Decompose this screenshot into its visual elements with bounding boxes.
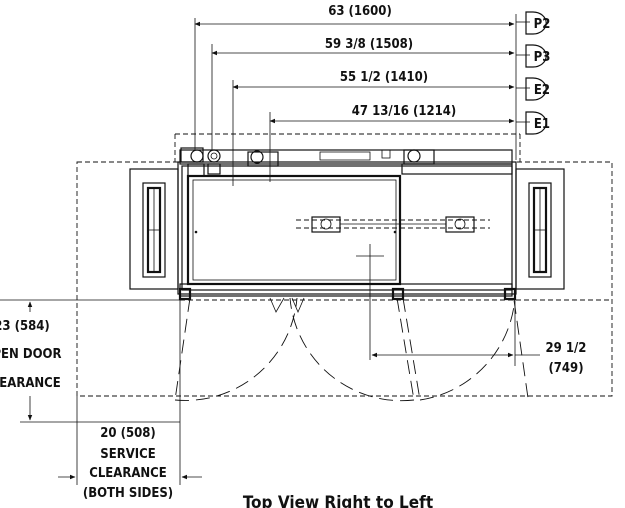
open-door-clearance-value: 23 (584) [0,319,50,334]
callout-label-p2: P2 [534,17,551,32]
dimension-label-e2: 55 1/2 (1410) [340,70,428,85]
callout-bubbles: P2 P3 E2 E1 [516,11,551,135]
callout-e2: E2 [516,77,550,101]
callout-label-p3: P3 [534,50,551,65]
service-clearance-label: SERVICE [100,447,155,462]
open-door-clearance-label-2: CLEARANCE [0,376,61,391]
callout-label-e2: E2 [534,83,550,98]
callout-p2: P2 [516,11,551,35]
dimension-lines-top: 63 (1600) 59 3/8 (1508) 55 1/2 (1410) 47… [194,4,517,186]
left-vent-panel [129,168,179,290]
open-door-clearance-label: OPEN DOOR [0,347,61,362]
callout-p3: P3 [516,44,551,68]
open-door-clearance-dimension: 23 (584) OPEN DOOR CLEARANCE [0,299,180,423]
dimension-label-e1: 47 13/16 (1214) [352,104,456,119]
service-clearance-label-3: (BOTH SIDES) [83,486,173,501]
oven-body [177,147,517,360]
right-vent-panel [515,168,565,290]
clearance-envelope [76,133,613,397]
service-clearance-value: 20 (508) [100,426,155,441]
center-offset-metric: (749) [548,361,583,376]
door-swing-arcs [174,297,529,402]
callout-label-e1: E1 [534,117,550,132]
center-offset-value: 29 1/2 [546,341,587,356]
center-offset-dimension: 29 1/2 (749) [371,300,587,376]
service-clearance-dimension: 20 (508) SERVICE CLEARANCE (BOTH SIDES) [58,294,202,501]
service-clearance-label-2: CLEARANCE [89,466,167,481]
dimension-label-p2: 63 (1600) [328,4,392,19]
callout-e1: E1 [516,111,550,135]
dimension-label-p3: 59 3/8 (1508) [325,37,413,52]
drawing-caption: Top View Right to Left [243,493,433,508]
